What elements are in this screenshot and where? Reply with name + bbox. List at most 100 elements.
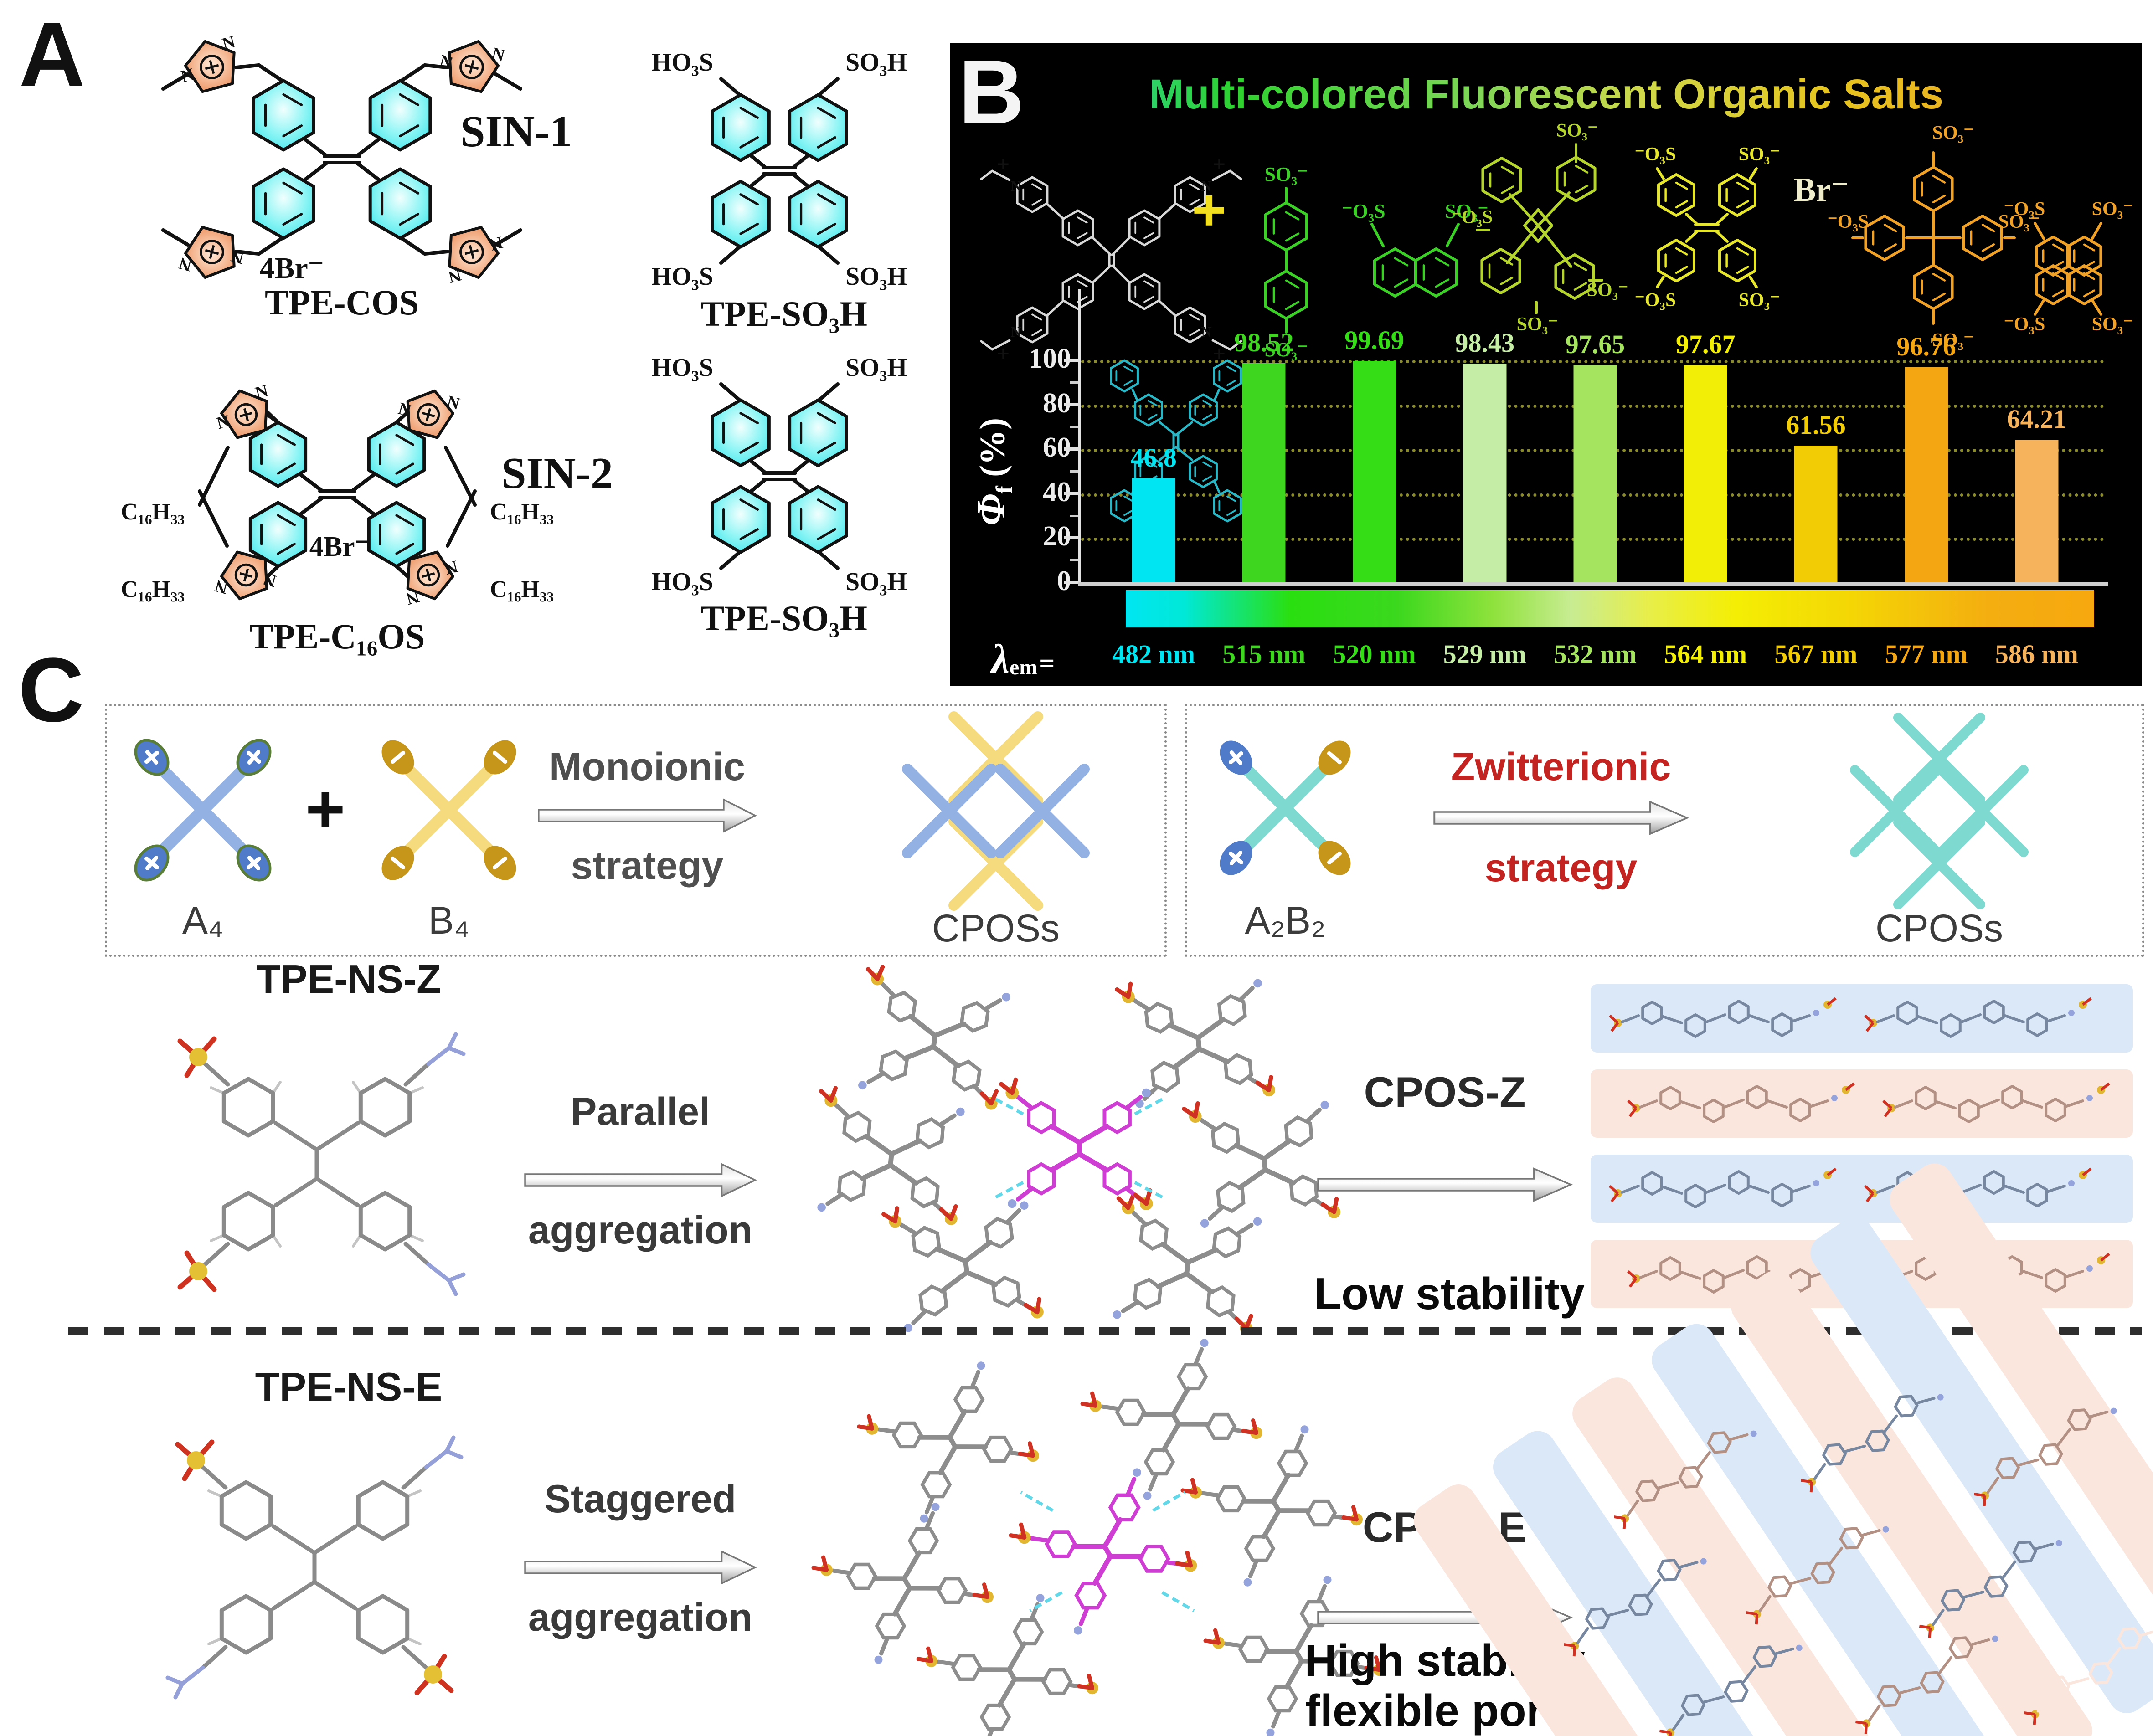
blue-layer-highlight <box>1591 984 2133 1053</box>
phenyl-ring <box>358 1191 412 1252</box>
equals-sign: = <box>1039 648 1055 678</box>
tpe-molecule-gray <box>1080 1339 1263 1500</box>
bar-value-label: 64.21 <box>2007 404 2067 434</box>
nitrogen-label: N <box>490 44 507 66</box>
tpe-molecule-gray <box>1203 1576 1386 1736</box>
naphthalene-disulfonate-anion: ⁻O₃S SO₃⁻ <box>1342 200 1489 298</box>
pyrene-tetrasulfonate-anion: ⁻O₃S SO₃⁻ ⁻O₃S SO₃⁻ <box>2004 199 2133 335</box>
phenyl-ring <box>1128 209 1161 247</box>
b4-label: B₄ <box>428 899 470 942</box>
bar <box>2015 439 2059 582</box>
bromide-label: Br⁻ <box>1793 171 1849 209</box>
phenyl-ring <box>1962 215 2003 261</box>
gridline <box>1081 360 2104 363</box>
phenyl-ring <box>221 1077 275 1138</box>
sulfonic-label: SO₃H <box>845 262 907 291</box>
sulfonate-label: ⁻O₃S <box>2004 199 2045 220</box>
benzene-ring <box>248 501 308 568</box>
y-tick-label: 0 <box>1057 565 1071 596</box>
benzene-ring <box>788 180 848 249</box>
monoionic-text-1: Monoionic <box>549 745 745 789</box>
wavelength-label: 520 nm <box>1333 639 1416 669</box>
pyridinium-ring <box>1174 306 1206 344</box>
tpe-molecule-gray <box>916 1594 1099 1736</box>
pyridine-ring <box>1213 489 1242 523</box>
benzene-ring <box>711 180 771 249</box>
alkyl-chain-label: C₁₆H₃₃ <box>490 499 554 525</box>
pink-layer-highlight <box>1591 1069 2133 1138</box>
fused-ring <box>2066 264 2102 305</box>
counterion-label: 4Br⁻ <box>259 252 324 285</box>
tpe-ns-z-molecule <box>177 1032 466 1296</box>
tpe-molecule-magenta <box>999 1077 1153 1210</box>
phenyl-ring <box>1264 270 1308 320</box>
bar-cell: 64.21 <box>1982 360 2092 582</box>
parallel-text: Parallel <box>571 1090 710 1134</box>
alkyl-chain-label: C₁₆H₃₃ <box>490 576 554 602</box>
panel-c-letter: C <box>18 639 84 741</box>
phenyl-ring <box>1657 239 1695 282</box>
bar-cell: 99.69 <box>1319 327 1429 582</box>
benzene-ring <box>788 93 848 162</box>
sulfonic-label: HO₃S <box>652 568 713 596</box>
y-tick-label: 80 <box>1043 387 1071 419</box>
phenyl-ring <box>1913 166 1954 212</box>
bar-cell: 98.52 <box>1209 329 1319 582</box>
sulfonic-label: HO₃S <box>652 262 713 291</box>
minus-ion-icon <box>381 846 414 880</box>
nitrogen-label: N <box>445 392 462 414</box>
wavelength-label: 532 nm <box>1553 639 1637 669</box>
y-axis-line <box>1078 289 1081 586</box>
teal-cross <box>1893 713 1985 805</box>
phenyl-ring <box>358 1077 412 1138</box>
zwitterionic-text-1: Zwitterionic <box>1451 745 1671 789</box>
sulfonic-label: HO₃S <box>652 48 713 77</box>
zwitterionic-text-2: strategy <box>1484 846 1638 890</box>
tpe-molecule-gray <box>1182 1100 1341 1228</box>
plus-charge: + <box>997 341 1010 366</box>
fused-ring <box>2035 264 2071 305</box>
panel-b: B Multi-colored Fluorescent Organic Salt… <box>950 43 2142 686</box>
wavelength-label: 482 nm <box>1112 639 1195 669</box>
tpe-so3h-structure-bottom: HO₃S SO₃H HO₃S SO₃H <box>652 354 907 596</box>
cpos-e-packing <box>1413 1163 2153 1736</box>
aggregation-text-e: aggregation <box>528 1596 753 1639</box>
cposs-label-monoionic: CPOSs <box>932 907 1060 950</box>
pyridine-ring <box>1110 359 1139 393</box>
nitrogen-label: N <box>177 253 194 275</box>
lambda-symbol: λ <box>991 637 1010 682</box>
pyridinium-ring <box>1016 306 1049 344</box>
tpe-molecule-gray <box>1115 979 1276 1108</box>
benzene-ring <box>368 167 432 240</box>
bar-cell: 61.56 <box>1761 360 1871 582</box>
tpe-molecule-gray <box>881 1201 1044 1332</box>
phi-unit: (%) <box>972 417 1012 477</box>
bar-cell: 98.43 <box>1430 329 1540 582</box>
tpe-molecule-gray <box>1113 1193 1262 1335</box>
tpe-tetrasulfonate-anion: ⁻O₃S SO₃⁻ ⁻O₃S SO₃⁻ <box>1635 144 1780 311</box>
hydrogen-bond-icon <box>1020 1490 1195 1613</box>
fused-ring <box>1414 247 1458 298</box>
lambda-prefix: λem = <box>991 636 1055 683</box>
alkyl-chain-label: C₁₆H₃₃ <box>121 499 185 525</box>
teal-cross <box>1937 765 2029 857</box>
bar-value-label: 99.69 <box>1344 325 1404 355</box>
sulfonate-label: SO₃⁻ <box>1264 163 1308 185</box>
sulfonate-group-icon <box>177 1036 217 1292</box>
staggered-text: Staggered <box>544 1477 737 1521</box>
imidazolium-ring: NN <box>177 226 246 279</box>
benzene-ring <box>248 421 308 488</box>
phenyl-ring <box>221 1191 275 1252</box>
phi-subscript: f <box>991 486 1018 494</box>
plus-ion-icon <box>134 739 170 776</box>
bar <box>1684 365 1727 582</box>
plus-charge: + <box>1213 151 1226 177</box>
bar-cell: 97.67 <box>1650 331 1761 582</box>
tpe-so3h-name-top: TPE-SO₃H <box>700 294 867 334</box>
teal-cross <box>1893 817 1985 909</box>
staggered-aggregation-cluster <box>811 1339 1386 1736</box>
b4-cross <box>389 750 509 870</box>
